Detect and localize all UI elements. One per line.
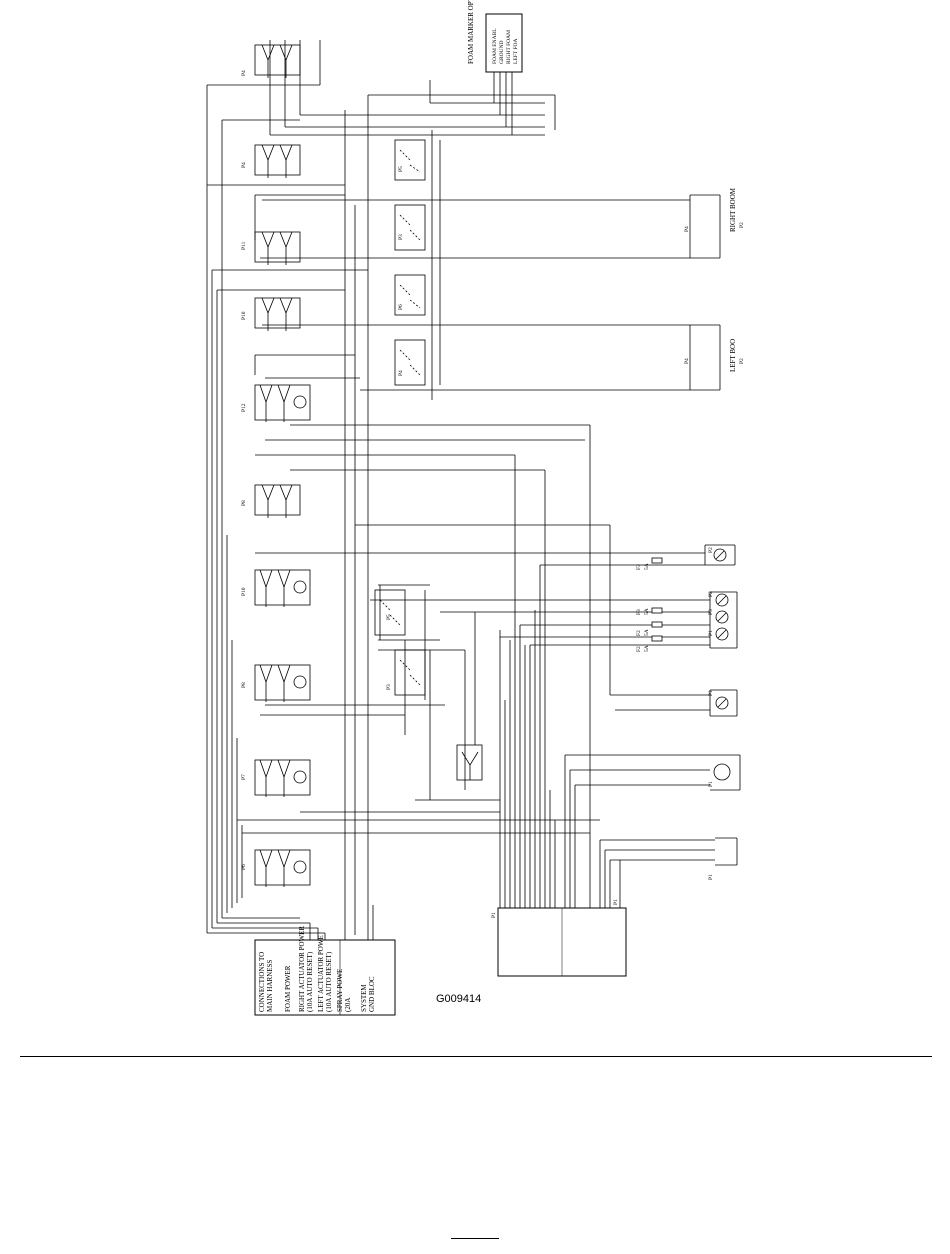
figure-id-label: G009414 — [436, 993, 482, 1005]
controller-p1-right: P1 — [613, 899, 619, 905]
conn-line-3: FOAM POWER — [284, 965, 292, 1012]
valve-block-3 — [254, 231, 301, 265]
connection-box-frame — [254, 939, 396, 1016]
relay-label-p5-b: P5 — [386, 614, 392, 620]
foam-line-4: LEFT FOA — [513, 39, 519, 64]
actuator-blocks — [254, 44, 311, 887]
foam-line-2: GROUND — [499, 40, 505, 64]
foam-line-1: FOAM ENABL — [492, 28, 498, 64]
label-p8: P8 — [241, 500, 247, 506]
foam-marker-box — [485, 13, 523, 73]
conn-p1-b: P1 — [708, 690, 714, 696]
right-boom-label: RIGHT BOOM — [729, 187, 737, 232]
conn-line-1: CONNECTIONS TO — [258, 952, 266, 1012]
conn-line-4: RIGHT ACTUATOR POWER — [298, 926, 306, 1012]
label-p4-top: P4 — [241, 70, 247, 76]
footer-rule — [451, 1238, 499, 1239]
sensor-connectors — [713, 548, 731, 781]
fuse-symbols — [651, 557, 663, 642]
relay-label-p3: P3 — [398, 234, 404, 240]
label-p7: P7 — [241, 774, 247, 780]
label-p10-b: P10 — [241, 587, 247, 596]
conn-p2-top: P2 — [708, 547, 714, 553]
relay-stack — [374, 139, 483, 781]
valve-block-5 — [254, 384, 311, 422]
label-p12: P12 — [241, 403, 247, 412]
relay-label-p4: P4 — [398, 370, 404, 376]
foam-line-3: RIGHT FOAM — [506, 30, 512, 64]
valve-block-7 — [254, 569, 311, 607]
right-boom-conn: P2 — [739, 222, 745, 228]
relay-label-p6: P6 — [398, 304, 404, 310]
fuse-label-f3: F3 — [636, 609, 642, 615]
valve-block-2 — [254, 144, 301, 178]
conn-p1-c: P1 — [708, 781, 714, 787]
controller-p1-left: P1 — [491, 912, 497, 918]
diagram-labels: FOAM MARKER OPTION FOAM ENABL GROUND RIG… — [241, 0, 745, 1012]
conn-line-5: (10A AUTO RESET) — [306, 951, 314, 1012]
fuse-label-f2: F2 — [636, 646, 642, 652]
valve-block-9 — [254, 759, 311, 797]
left-boom-conn: P2 — [739, 358, 745, 364]
page-divider — [20, 1056, 932, 1057]
wire-network — [206, 40, 741, 940]
label-p10: P10 — [241, 311, 247, 320]
fuse-label-f3-top: F3 — [636, 564, 642, 570]
right-boom-p4: P4 — [684, 226, 690, 232]
conn-line-6: LEFT ACTUATOR POWE — [317, 935, 325, 1012]
relay-label-p5: P5 — [398, 166, 404, 172]
conn-line-8: SPRAY POWE — [336, 969, 344, 1012]
foam-marker-title: FOAM MARKER OPTION — [467, 0, 475, 64]
fuse-5a-1: 5A — [644, 608, 650, 615]
valve-block-4 — [254, 297, 301, 331]
valve-block-8 — [254, 664, 311, 702]
conn-line-10: SYSTEM — [360, 984, 368, 1012]
conn-line-11: GND BLOC — [368, 976, 376, 1012]
fuse-5a-top: 5A — [644, 563, 650, 570]
conn-line-2: MAIN HARNESS — [266, 960, 274, 1012]
valve-block-1 — [254, 44, 301, 78]
label-p4-second: P4 — [241, 162, 247, 168]
controller-module — [497, 907, 627, 977]
conn-p1-d: P1 — [708, 874, 714, 880]
conn-line-9: (20A — [344, 998, 352, 1012]
valve-block-10 — [254, 849, 311, 887]
conn-line-7: (10A AUTO RESET) — [325, 951, 333, 1012]
fuse-5a-3: 5A — [644, 645, 650, 652]
label-p8-b: P8 — [241, 682, 247, 688]
left-boom-label: LEFT BOO — [729, 339, 737, 372]
valve-block-6 — [254, 484, 301, 518]
conn-p1: P1 — [708, 630, 714, 636]
label-p11: P11 — [241, 241, 247, 250]
fuse-label-f2-mid: F2 — [636, 630, 642, 636]
fuse-5a-2: 5A — [644, 629, 650, 636]
label-p6: P6 — [241, 864, 247, 870]
conn-p2: P2 — [708, 591, 714, 597]
relay-label-p3-b: P3 — [386, 684, 392, 690]
left-boom-p4: P4 — [684, 358, 690, 364]
conn-p3: P3 — [708, 609, 714, 615]
